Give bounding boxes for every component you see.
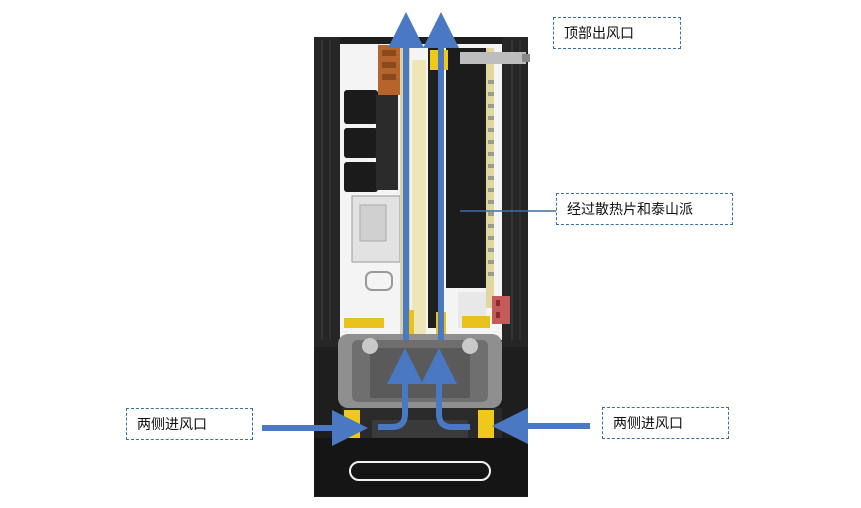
airflow-arrows [262,12,590,446]
label-top-outlet: 顶部出风口 [553,17,681,49]
label-right-inlet: 两侧进风口 [602,407,729,439]
arrow-fan-right [421,348,470,430]
label-left-inlet: 两侧进风口 [126,408,253,440]
base-stand [314,438,528,496]
connector-stack [344,45,401,291]
pin-header [488,80,494,276]
label-heatsink-path: 经过散热片和泰山派 [556,193,733,225]
fan-housing [338,334,502,408]
arrow-fan-left [378,348,423,430]
inlet-frame [342,408,502,438]
